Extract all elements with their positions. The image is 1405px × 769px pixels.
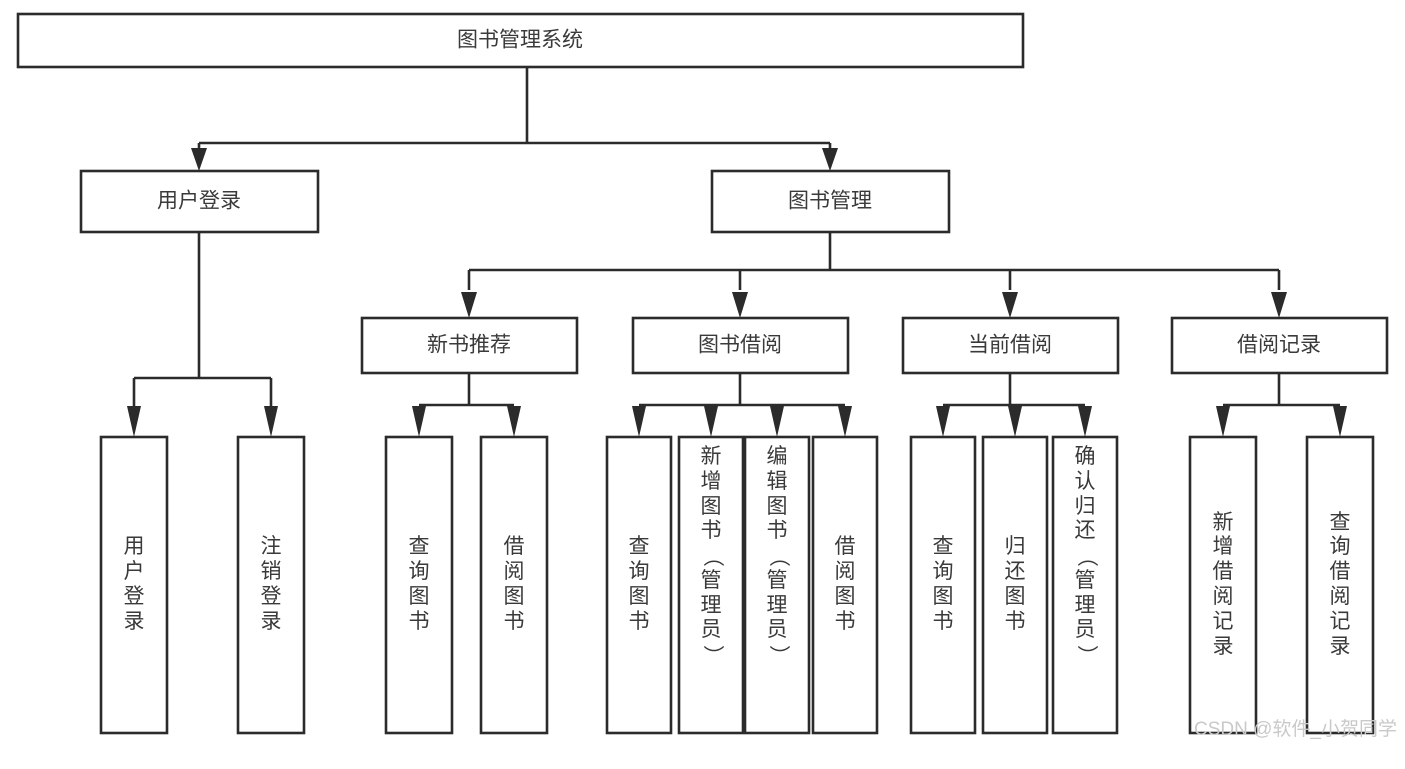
node-new-book-rec-box[interactable] bbox=[360, 316, 579, 375]
arrowhead-leaf-query-book-2 bbox=[632, 406, 646, 437]
leaf-borrow-book-2-box[interactable] bbox=[811, 435, 879, 735]
node-current-borrow[interactable] bbox=[901, 316, 1120, 375]
arrowhead-book-manage bbox=[822, 148, 838, 171]
arrowhead-new-book-rec bbox=[461, 292, 477, 318]
node-book-borrow-label: 图书借阅 bbox=[698, 334, 782, 357]
arrowhead-user-login bbox=[191, 148, 207, 171]
arrowhead-leaf-return-book bbox=[1008, 406, 1022, 437]
leaf-query-record-box[interactable] bbox=[1305, 435, 1375, 735]
arrowhead-leaf-borrow-book-2 bbox=[838, 406, 852, 437]
watermark-text: CSDN @软件_小贺同学 bbox=[1194, 719, 1397, 740]
arrowhead-leaf-user-login bbox=[127, 406, 141, 437]
leaf-return-book-box[interactable] bbox=[981, 435, 1049, 735]
arrowhead-leaf-add-record bbox=[1216, 406, 1230, 437]
org-chart-diagram: 图书管理系统 用户登录 图书管理 新书推荐 图书借阅 当前借阅 借阅记录 用户登… bbox=[16, 12, 1397, 740]
arrowhead-leaf-query-book-3 bbox=[936, 406, 950, 437]
node-book-manage-label: 图书管理 bbox=[788, 190, 872, 213]
node-user-login-box[interactable] bbox=[79, 169, 320, 234]
leaf-user-login-box[interactable] bbox=[99, 435, 169, 735]
node-user-login[interactable] bbox=[79, 169, 320, 234]
leaf-query-book-1-box[interactable] bbox=[384, 435, 454, 735]
node-root-box[interactable] bbox=[16, 12, 1025, 69]
leaf-query-book-2-box[interactable] bbox=[605, 435, 673, 735]
leaf-add-book-box[interactable] bbox=[677, 435, 745, 735]
leaf-borrow-book-1-box[interactable] bbox=[479, 435, 549, 735]
leaf-query-book-3-box[interactable] bbox=[909, 435, 977, 735]
arrowhead-leaf-logout bbox=[264, 406, 278, 437]
leaf-add-record-box[interactable] bbox=[1188, 435, 1258, 735]
node-current-borrow-box[interactable] bbox=[901, 316, 1120, 375]
node-user-login-label: 用户登录 bbox=[157, 190, 241, 213]
node-new-book-rec-label: 新书推荐 bbox=[427, 334, 511, 357]
arrowhead-leaf-confirm-return bbox=[1078, 406, 1092, 437]
leaf-confirm-return-box[interactable] bbox=[1051, 435, 1119, 735]
flowchart-canvas: 图书管理系统 用户登录 图书管理 新书推荐 图书借阅 当前借阅 借阅记录 bbox=[16, 12, 1389, 735]
node-root-label: 图书管理系统 bbox=[457, 29, 583, 52]
node-current-borrow-label: 当前借阅 bbox=[968, 334, 1052, 357]
arrowhead-borrow-record bbox=[1271, 292, 1287, 318]
node-borrow-record-label: 借阅记录 bbox=[1237, 334, 1321, 357]
arrowhead-book-borrow bbox=[732, 292, 748, 318]
arrowhead-leaf-edit-book bbox=[770, 406, 784, 437]
node-root[interactable] bbox=[16, 12, 1025, 69]
arrowhead-leaf-query-record bbox=[1333, 406, 1347, 437]
leaf-logout-box[interactable] bbox=[236, 435, 306, 735]
arrowhead-leaf-borrow-book-1 bbox=[507, 406, 521, 437]
arrowhead-current-borrow bbox=[1002, 292, 1018, 318]
arrowhead-leaf-add-book bbox=[704, 406, 718, 437]
node-new-book-rec[interactable] bbox=[360, 316, 579, 375]
arrowhead-leaf-query-book-1 bbox=[412, 406, 426, 437]
leaf-edit-book-box[interactable] bbox=[743, 435, 811, 735]
